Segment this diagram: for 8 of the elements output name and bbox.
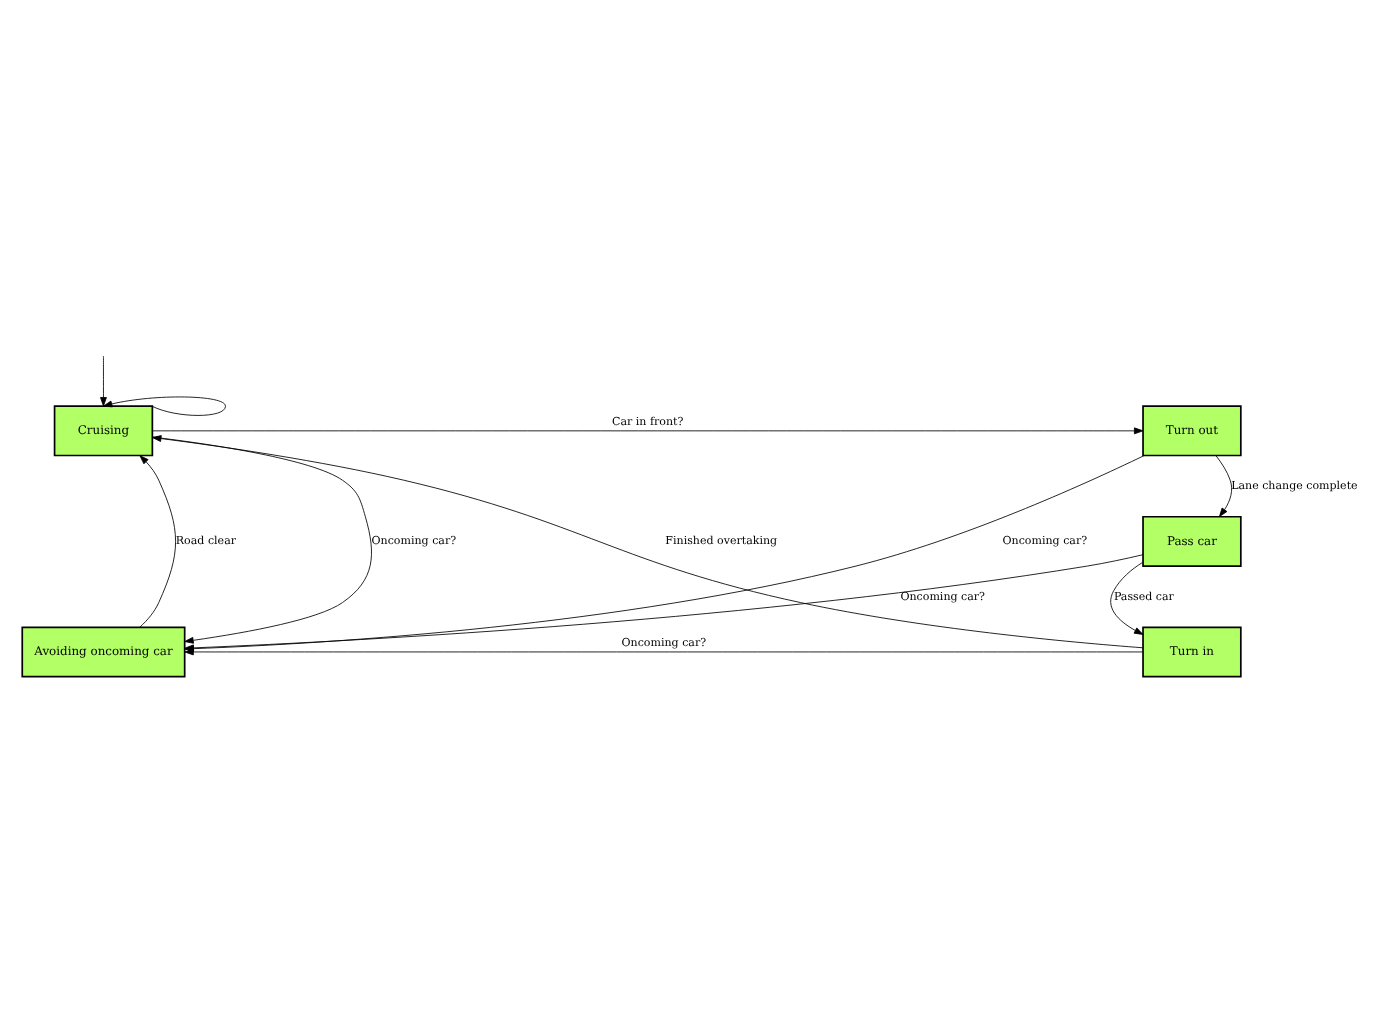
arrow bbox=[184, 648, 1144, 656]
arrow bbox=[1215, 455, 1233, 518]
arrow bbox=[139, 455, 176, 628]
arrow bbox=[100, 355, 113, 408]
arrow bbox=[152, 427, 1144, 435]
arrow bbox=[100, 396, 226, 416]
arrow bbox=[152, 436, 372, 644]
arrow bbox=[1110, 561, 1144, 635]
